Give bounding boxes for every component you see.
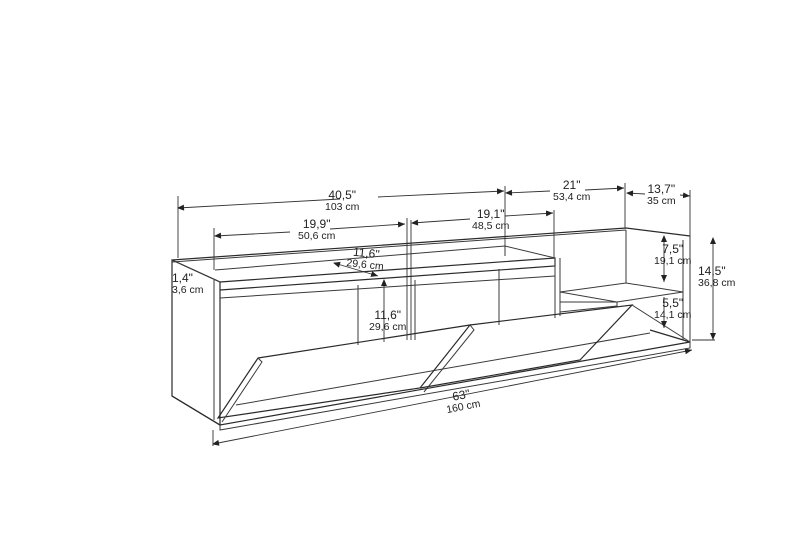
dim-top-total-label: 40,5" 103 cm [325,188,360,213]
dim-compartment-height-label: 11,6" 29,6 cm [369,308,407,333]
dim-lower-shelf-height-label: 5,5" 14,1 cm [654,296,692,321]
dim-upper-shelf-height-label: 7,5" 19,1 cm [654,242,692,267]
dim-total-height-label: 14,5" 36,8 cm [698,264,736,289]
dim-inner-left-label: 19,9" 50,6 cm [298,217,336,242]
dim-top-right-section-label: 21" 53,4 cm [553,178,591,203]
cabinet-body [171,227,691,431]
dim-depth-label: 13,7" 35 cm [647,182,676,207]
dim-inner-right-label: 19,1" 48,5 cm [472,207,510,232]
dim-side-thickness-label: 1,4" 3,6 cm [172,271,204,296]
dim-inner-depth-label: 11,6" 29,6 cm [345,244,385,273]
dimension-lines [177,183,716,446]
